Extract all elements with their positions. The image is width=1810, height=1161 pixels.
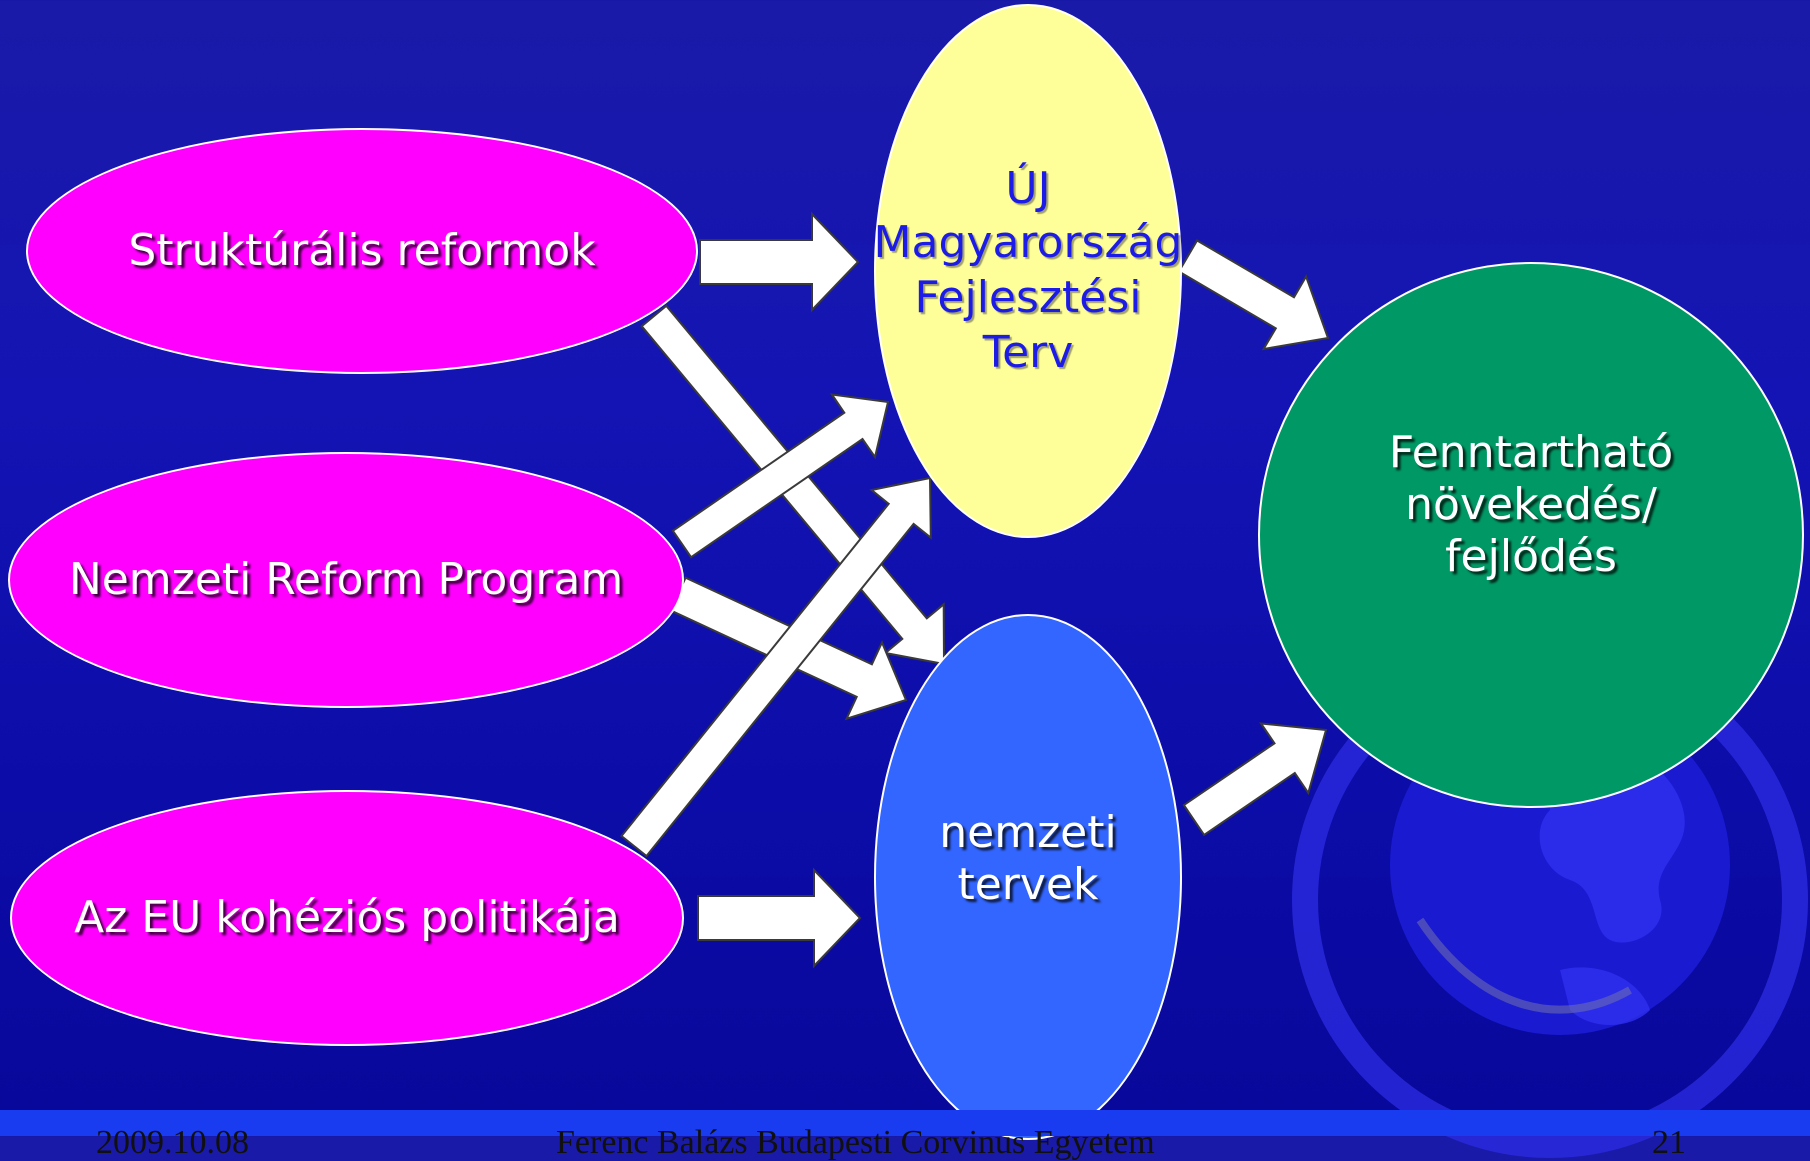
node-eu-koheziós-politika: Az EU kohéziós politikája xyxy=(10,790,684,1046)
arrow-umft-to-goal xyxy=(1177,239,1330,351)
node-label: Struktúrális reformok xyxy=(128,225,596,277)
node-label: ÚJ Magyarország Fejlesztési Terv xyxy=(873,162,1183,378)
arrows-layer xyxy=(620,211,1330,969)
node-strukturalis-reformok: Struktúrális reformok xyxy=(26,128,698,374)
node-label: nemzeti tervek xyxy=(939,807,1117,910)
arrow-strukturalis-to-umft xyxy=(699,211,860,313)
arrow-nrp-to-umft xyxy=(671,393,890,559)
slide: Struktúrális reformok Nemzeti Reform Pro… xyxy=(0,4,1810,1160)
arrow-eu-to-nemzeti xyxy=(697,867,862,969)
footer-page-number: 21 xyxy=(1652,1124,1686,1161)
node-label: Fenntartható növekedés/ fejlődés xyxy=(1388,427,1674,582)
footer-bar: 2009.10.08 Ferenc Balázs Budapesti Corvi… xyxy=(0,1110,1810,1160)
node-label: Nemzeti Reform Program xyxy=(68,554,624,606)
node-nemzeti-tervek: nemzeti tervek xyxy=(874,614,1182,1140)
footer-author: Ferenc Balázs Budapesti Corvinus Egyetem xyxy=(556,1124,1155,1161)
arrow-nemzeti-to-goal xyxy=(1182,722,1328,837)
node-uj-magyarorszag-fejlesztesi-terv: ÚJ Magyarország Fejlesztési Terv xyxy=(874,4,1182,538)
node-fenntarthato-novekedes: Fenntartható növekedés/ fejlődés xyxy=(1258,262,1804,808)
node-label: Az EU kohéziós politikája xyxy=(74,892,620,944)
footer-date: 2009.10.08 xyxy=(96,1124,249,1161)
arrow-eu-to-umft xyxy=(620,476,932,858)
node-nemzeti-reform-program: Nemzeti Reform Program xyxy=(8,452,684,708)
